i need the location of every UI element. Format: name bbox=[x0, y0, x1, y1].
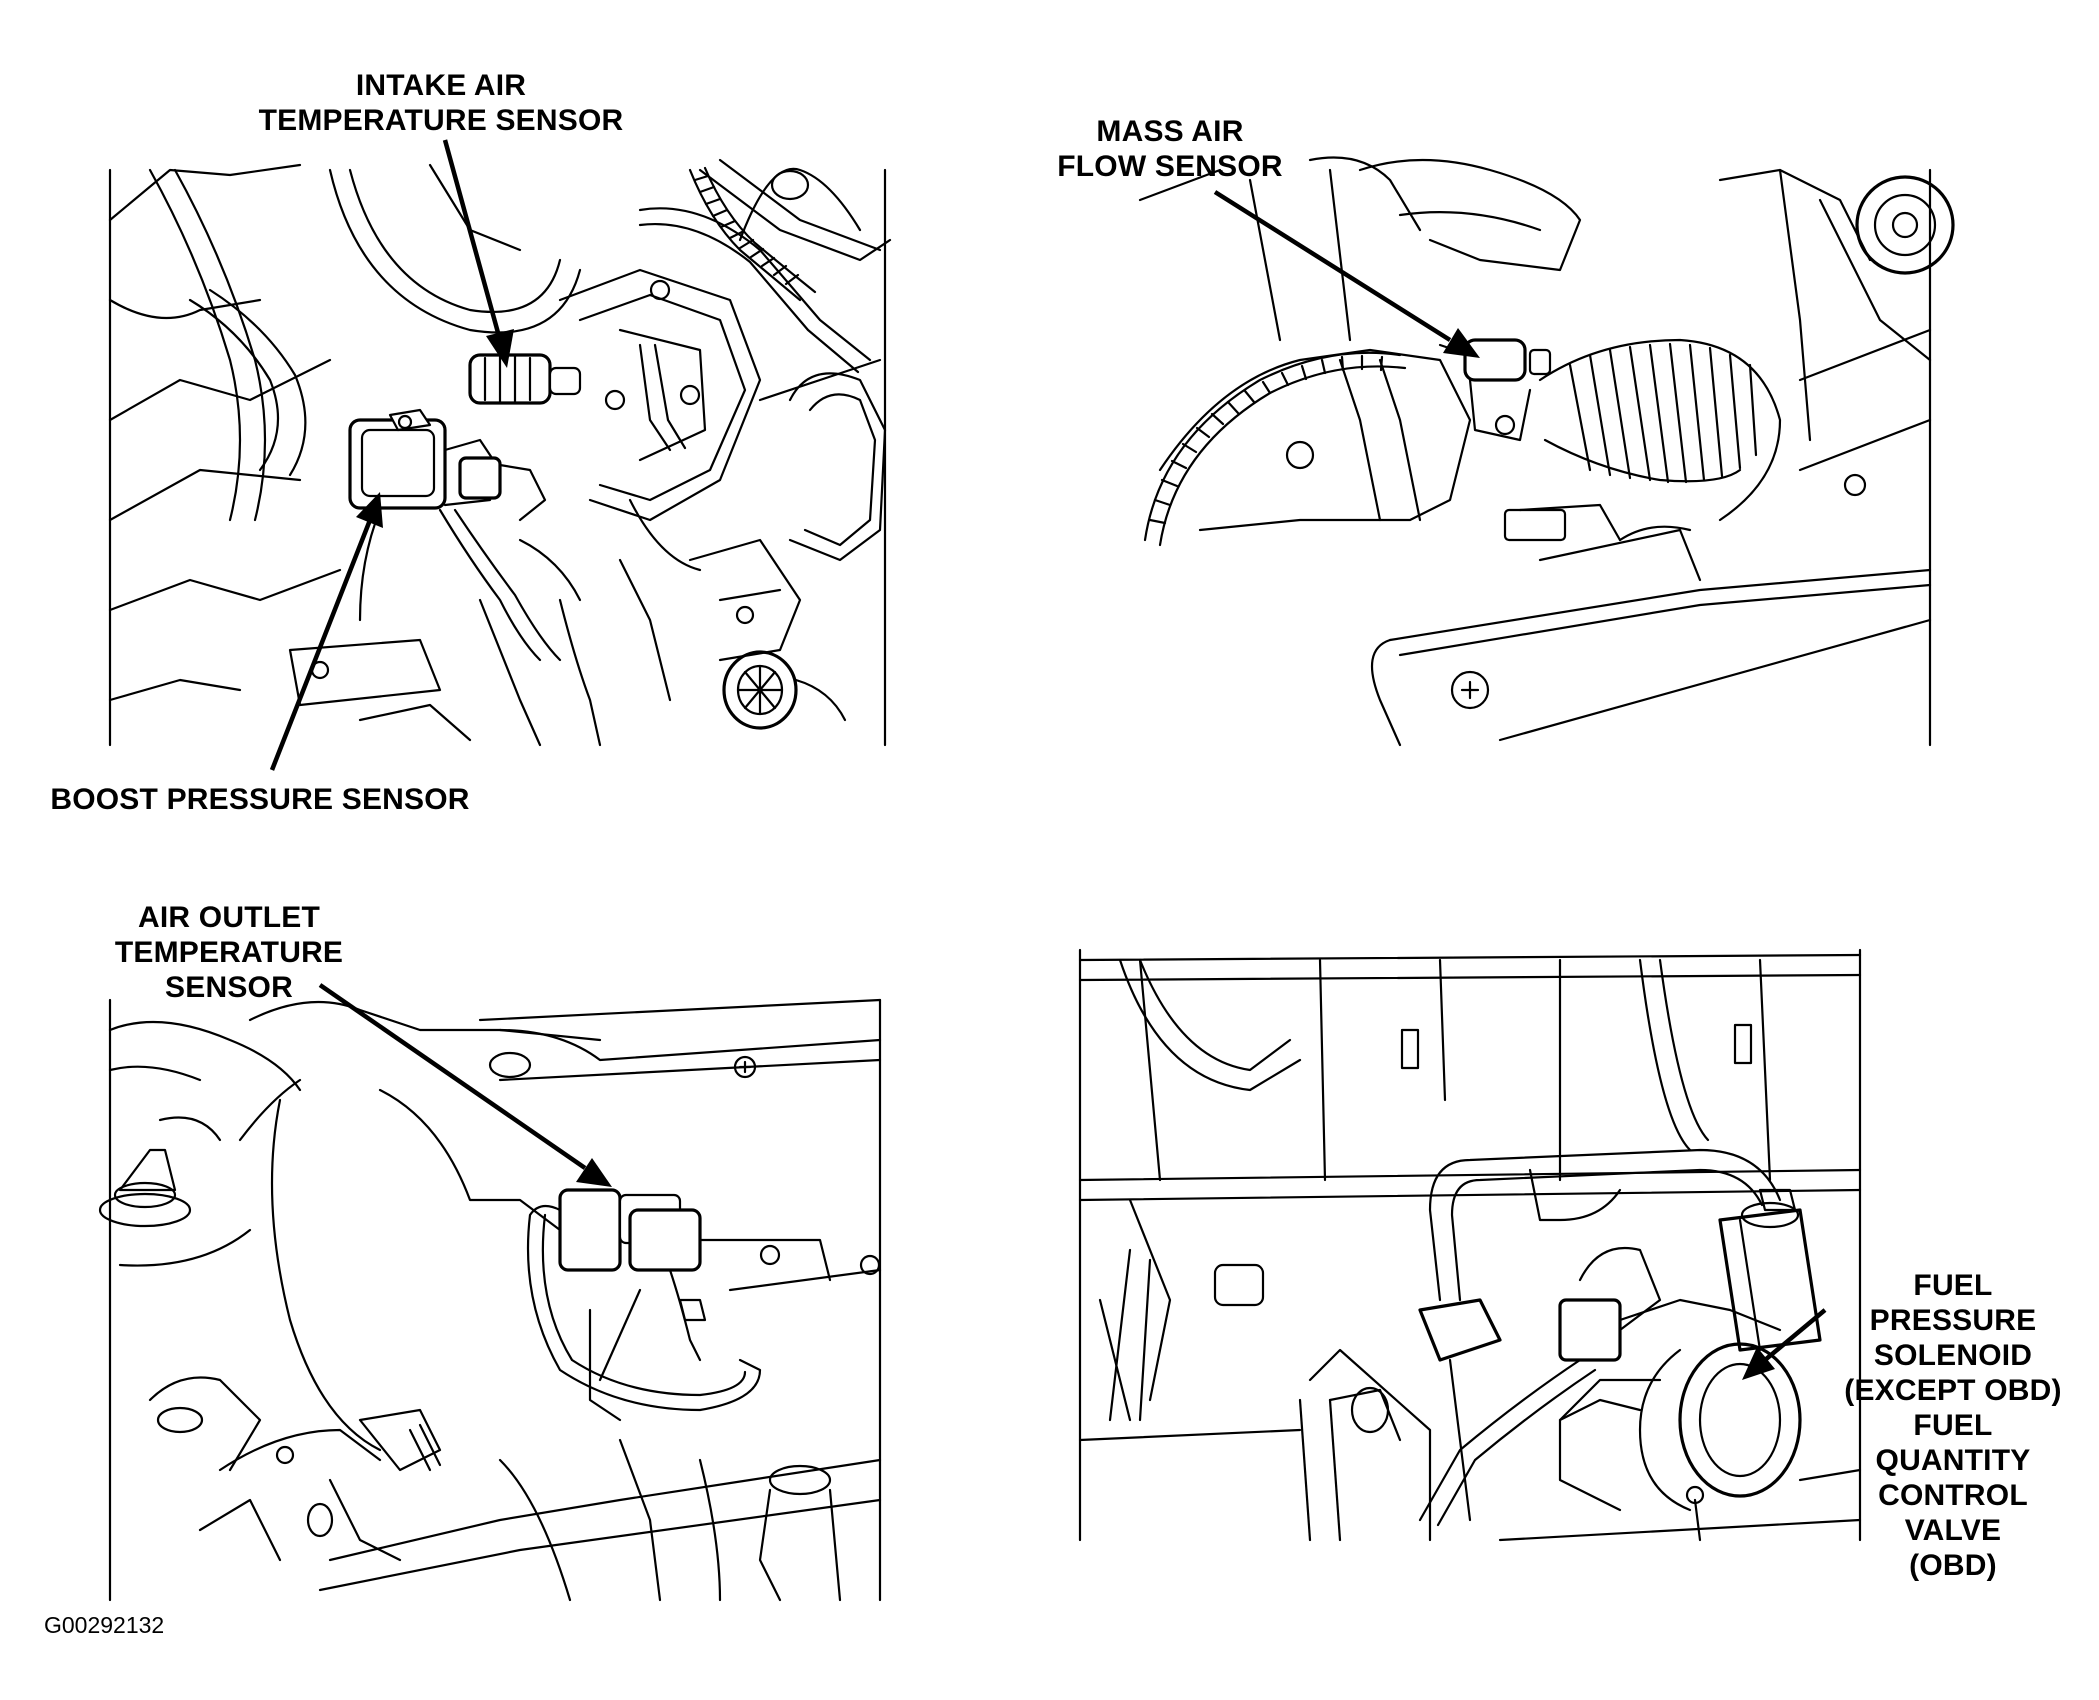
label-mass-air-flow-sensor: MASS AIR FLOW SENSOR bbox=[1057, 115, 1283, 183]
arrow-intake-air-temp bbox=[442, 139, 514, 368]
panel-air-outlet-temp bbox=[98, 998, 882, 1602]
arrow-boost-pressure bbox=[269, 492, 383, 771]
label-fuel-pressure-solenoid: FUEL PRESSURE SOLENOID (EXCEPT OBD) FUEL… bbox=[1844, 1269, 2062, 1582]
panel-mass-air-flow bbox=[1138, 156, 1955, 747]
arrow-air-outlet-temp bbox=[318, 983, 612, 1187]
arrow-mass-air-flow bbox=[1213, 190, 1480, 358]
arrow-fuel-pressure bbox=[1742, 1308, 1827, 1380]
label-intake-air-temperature-sensor: INTAKE AIR TEMPERATURE SENSOR bbox=[258, 69, 624, 137]
panel-fuel-pressure-solenoid bbox=[1078, 948, 1862, 1542]
label-boost-pressure-sensor: BOOST PRESSURE SENSOR bbox=[50, 783, 470, 816]
figure-id: G00292132 bbox=[44, 1612, 165, 1638]
label-air-outlet-temperature-sensor: AIR OUTLET TEMPERATURE SENSOR bbox=[114, 901, 344, 1004]
panel-intake-boost-sensors bbox=[108, 158, 892, 747]
